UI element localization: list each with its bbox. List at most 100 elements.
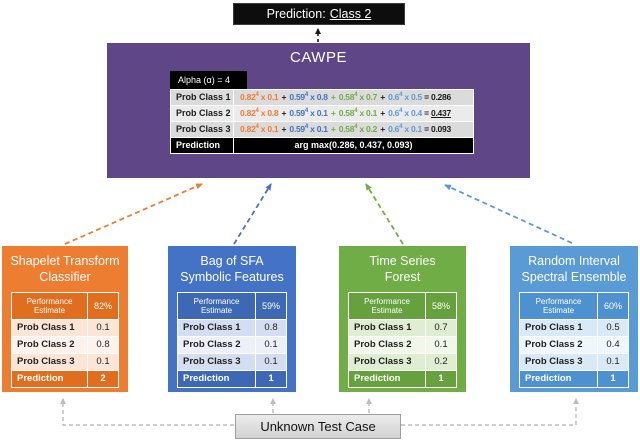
exponent: 4 <box>399 124 403 131</box>
prob-class-value: 0.4 <box>598 337 628 353</box>
prob-class-value: 0.1 <box>256 337 286 353</box>
result-value: 0.437 <box>430 108 451 118</box>
prob-class-label: Prob Class 3 <box>178 354 255 370</box>
prediction-banner-label: Prediction: <box>266 7 326 21</box>
result-value: 0.093 <box>430 124 451 134</box>
prob-class-value: 0.7 <box>426 320 456 336</box>
prob-class-label: Prob Class 1 <box>178 320 255 336</box>
plus-sign: + <box>279 124 289 134</box>
performance-estimate-label-line: Estimate <box>33 306 66 315</box>
cawpe-row-label: Prob Class 1 <box>171 90 233 105</box>
prob-class-label: Prob Class 1 <box>349 320 425 336</box>
classifier-title-line: Forest <box>384 270 421 284</box>
cawpe-row-formula: 0.824 x 0.1 + 0.594 x 0.1 + 0.584 x 0.2 … <box>234 122 473 137</box>
prob-class-label: Prob Class 3 <box>349 354 425 370</box>
exponent: 4 <box>354 108 358 115</box>
performance-estimate-value: 60% <box>598 293 628 319</box>
performance-estimate-label-line: Estimate <box>371 306 403 315</box>
cawpe-prediction-label: Prediction <box>171 138 233 153</box>
weighted-term: 0.584 x 0.7 <box>338 92 378 102</box>
weighted-term: 0.64 x 0.5 <box>388 92 423 102</box>
cawpe-row-formula: 0.824 x 0.1 + 0.594 x 0.8 + 0.584 x 0.7 … <box>234 90 473 105</box>
weighted-term: 0.824 x 0.1 <box>240 92 279 102</box>
performance-estimate-value: 59% <box>256 293 286 319</box>
weighted-term: 0.824 x 0.8 <box>240 108 279 118</box>
bosf-to-cawpe-arrow <box>233 183 272 245</box>
prob-class-value: 0.8 <box>88 337 118 353</box>
classifier-title-line: Time Series <box>369 254 436 268</box>
cawpe-title: CAWPE <box>290 49 347 66</box>
prob-class-value: 0.1 <box>598 354 628 370</box>
classifier-prediction-value: 1 <box>426 371 456 387</box>
performance-estimate-label-line: Performance <box>535 297 582 306</box>
prob-class-label: Prob Class 2 <box>178 337 255 353</box>
prob-class-value: 0.8 <box>256 320 286 336</box>
alpha-label: Alpha (α) = 4 <box>170 71 247 89</box>
prob-class-label: Prob Class 2 <box>520 337 597 353</box>
prediction-banner-value: Class 2 <box>329 7 372 21</box>
performance-estimate-value: 58% <box>426 293 456 319</box>
prob-class-label: Prob Class 1 <box>520 320 597 336</box>
classifier-title-line: Symbolic Features <box>180 270 284 284</box>
weighted-term: 0.824 x 0.1 <box>240 124 279 134</box>
plus-sign: + <box>378 92 388 102</box>
prob-class-value: 0.5 <box>598 320 628 336</box>
performance-estimate-label-line: Performance <box>364 297 410 306</box>
testcase-to-rise-connector <box>401 398 579 426</box>
weighted-term: 0.584 x 0.1 <box>338 108 378 118</box>
plus-sign: + <box>328 124 338 134</box>
cawpe-row-label: Prob Class 3 <box>171 122 233 137</box>
classifier-prediction-label: Prediction <box>349 371 425 387</box>
classifier-prediction-label: Prediction <box>520 371 597 387</box>
prob-class-label: Prob Class 2 <box>349 337 425 353</box>
plus-sign: + <box>279 108 289 118</box>
classifier-title-line: Bag of SFA <box>200 254 264 268</box>
prob-class-value: 0.1 <box>256 354 286 370</box>
cawpe-row-label: Prob Class 2 <box>171 106 233 121</box>
exponent: 4 <box>304 108 308 115</box>
weighted-term: 0.584 x 0.2 <box>338 124 378 134</box>
plus-sign: + <box>378 124 388 134</box>
prob-class-value: 0.1 <box>88 320 118 336</box>
classifier-title-line: Random Interval <box>528 254 620 268</box>
result-value: 0.286 <box>430 92 451 102</box>
classifier-title-line: Shapelet Transform <box>10 254 120 268</box>
plus-sign: + <box>378 108 388 118</box>
classifier-prediction-label: Prediction <box>178 371 255 387</box>
unknown-test-case-box: Unknown Test Case <box>235 414 401 439</box>
plus-sign: + <box>328 92 338 102</box>
exponent: 4 <box>354 92 358 99</box>
equals-result: = 0.093 <box>422 124 451 134</box>
classifier-prediction-value: 2 <box>88 371 118 387</box>
testcase-to-shapelet-connector <box>60 398 234 426</box>
cawpe-prediction-value: arg max(0.286, 0.437, 0.093) <box>234 138 473 153</box>
performance-estimate-label-line: Performance <box>26 297 73 306</box>
performance-estimate-label-line: Estimate <box>200 306 233 315</box>
classifier-prediction-label: Prediction <box>12 371 87 387</box>
exponent: 4 <box>399 108 403 115</box>
performance-estimate-label-line: Estimate <box>542 306 575 315</box>
prob-class-label: Prob Class 1 <box>12 320 87 336</box>
classifier-title-line: Classifier <box>39 270 91 284</box>
shapelet-to-cawpe-arrow <box>64 183 203 245</box>
classifier-prediction-value: 1 <box>598 371 628 387</box>
weighted-term: 0.594 x 0.1 <box>289 108 328 118</box>
exponent: 4 <box>255 92 259 99</box>
